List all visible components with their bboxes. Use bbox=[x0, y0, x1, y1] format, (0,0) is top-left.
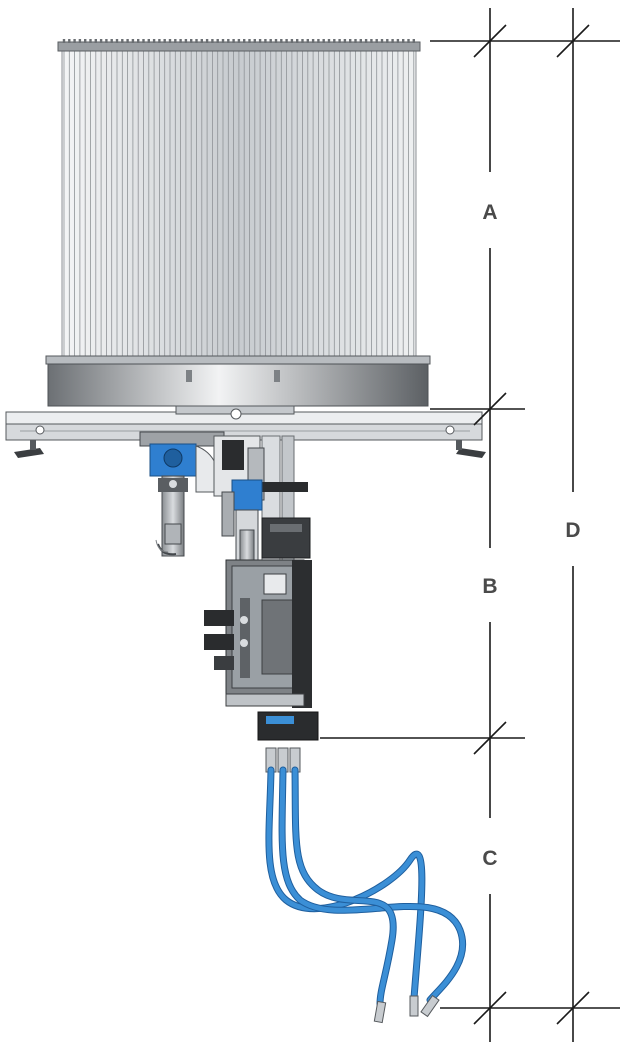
dimension-lines bbox=[320, 8, 620, 1042]
fin-lines bbox=[63, 51, 415, 356]
tick-c-bottom bbox=[473, 991, 507, 1025]
tick-d-top bbox=[556, 24, 590, 58]
vertical-mast bbox=[213, 435, 311, 591]
machine-illustration bbox=[5, 39, 486, 1024]
mounting-rail bbox=[5, 405, 486, 458]
dimension-label-d: D bbox=[565, 519, 580, 542]
hose-bundle bbox=[265, 747, 466, 1024]
tick-block bbox=[473, 721, 507, 755]
gear-motor-left bbox=[139, 431, 225, 557]
tick-base bbox=[473, 392, 507, 426]
tick-d-bottom bbox=[556, 991, 590, 1025]
tick-a-top bbox=[473, 24, 507, 58]
base-ring bbox=[45, 355, 431, 407]
cooling-fin-drum bbox=[57, 39, 421, 359]
dimension-label-b: B bbox=[482, 575, 497, 598]
dimension-labels: A B C D bbox=[482, 201, 580, 870]
dimension-label-c: C bbox=[482, 847, 497, 870]
dimension-label-a: A bbox=[482, 201, 497, 224]
valve-block bbox=[204, 559, 319, 741]
fin-top-teeth bbox=[62, 39, 415, 43]
